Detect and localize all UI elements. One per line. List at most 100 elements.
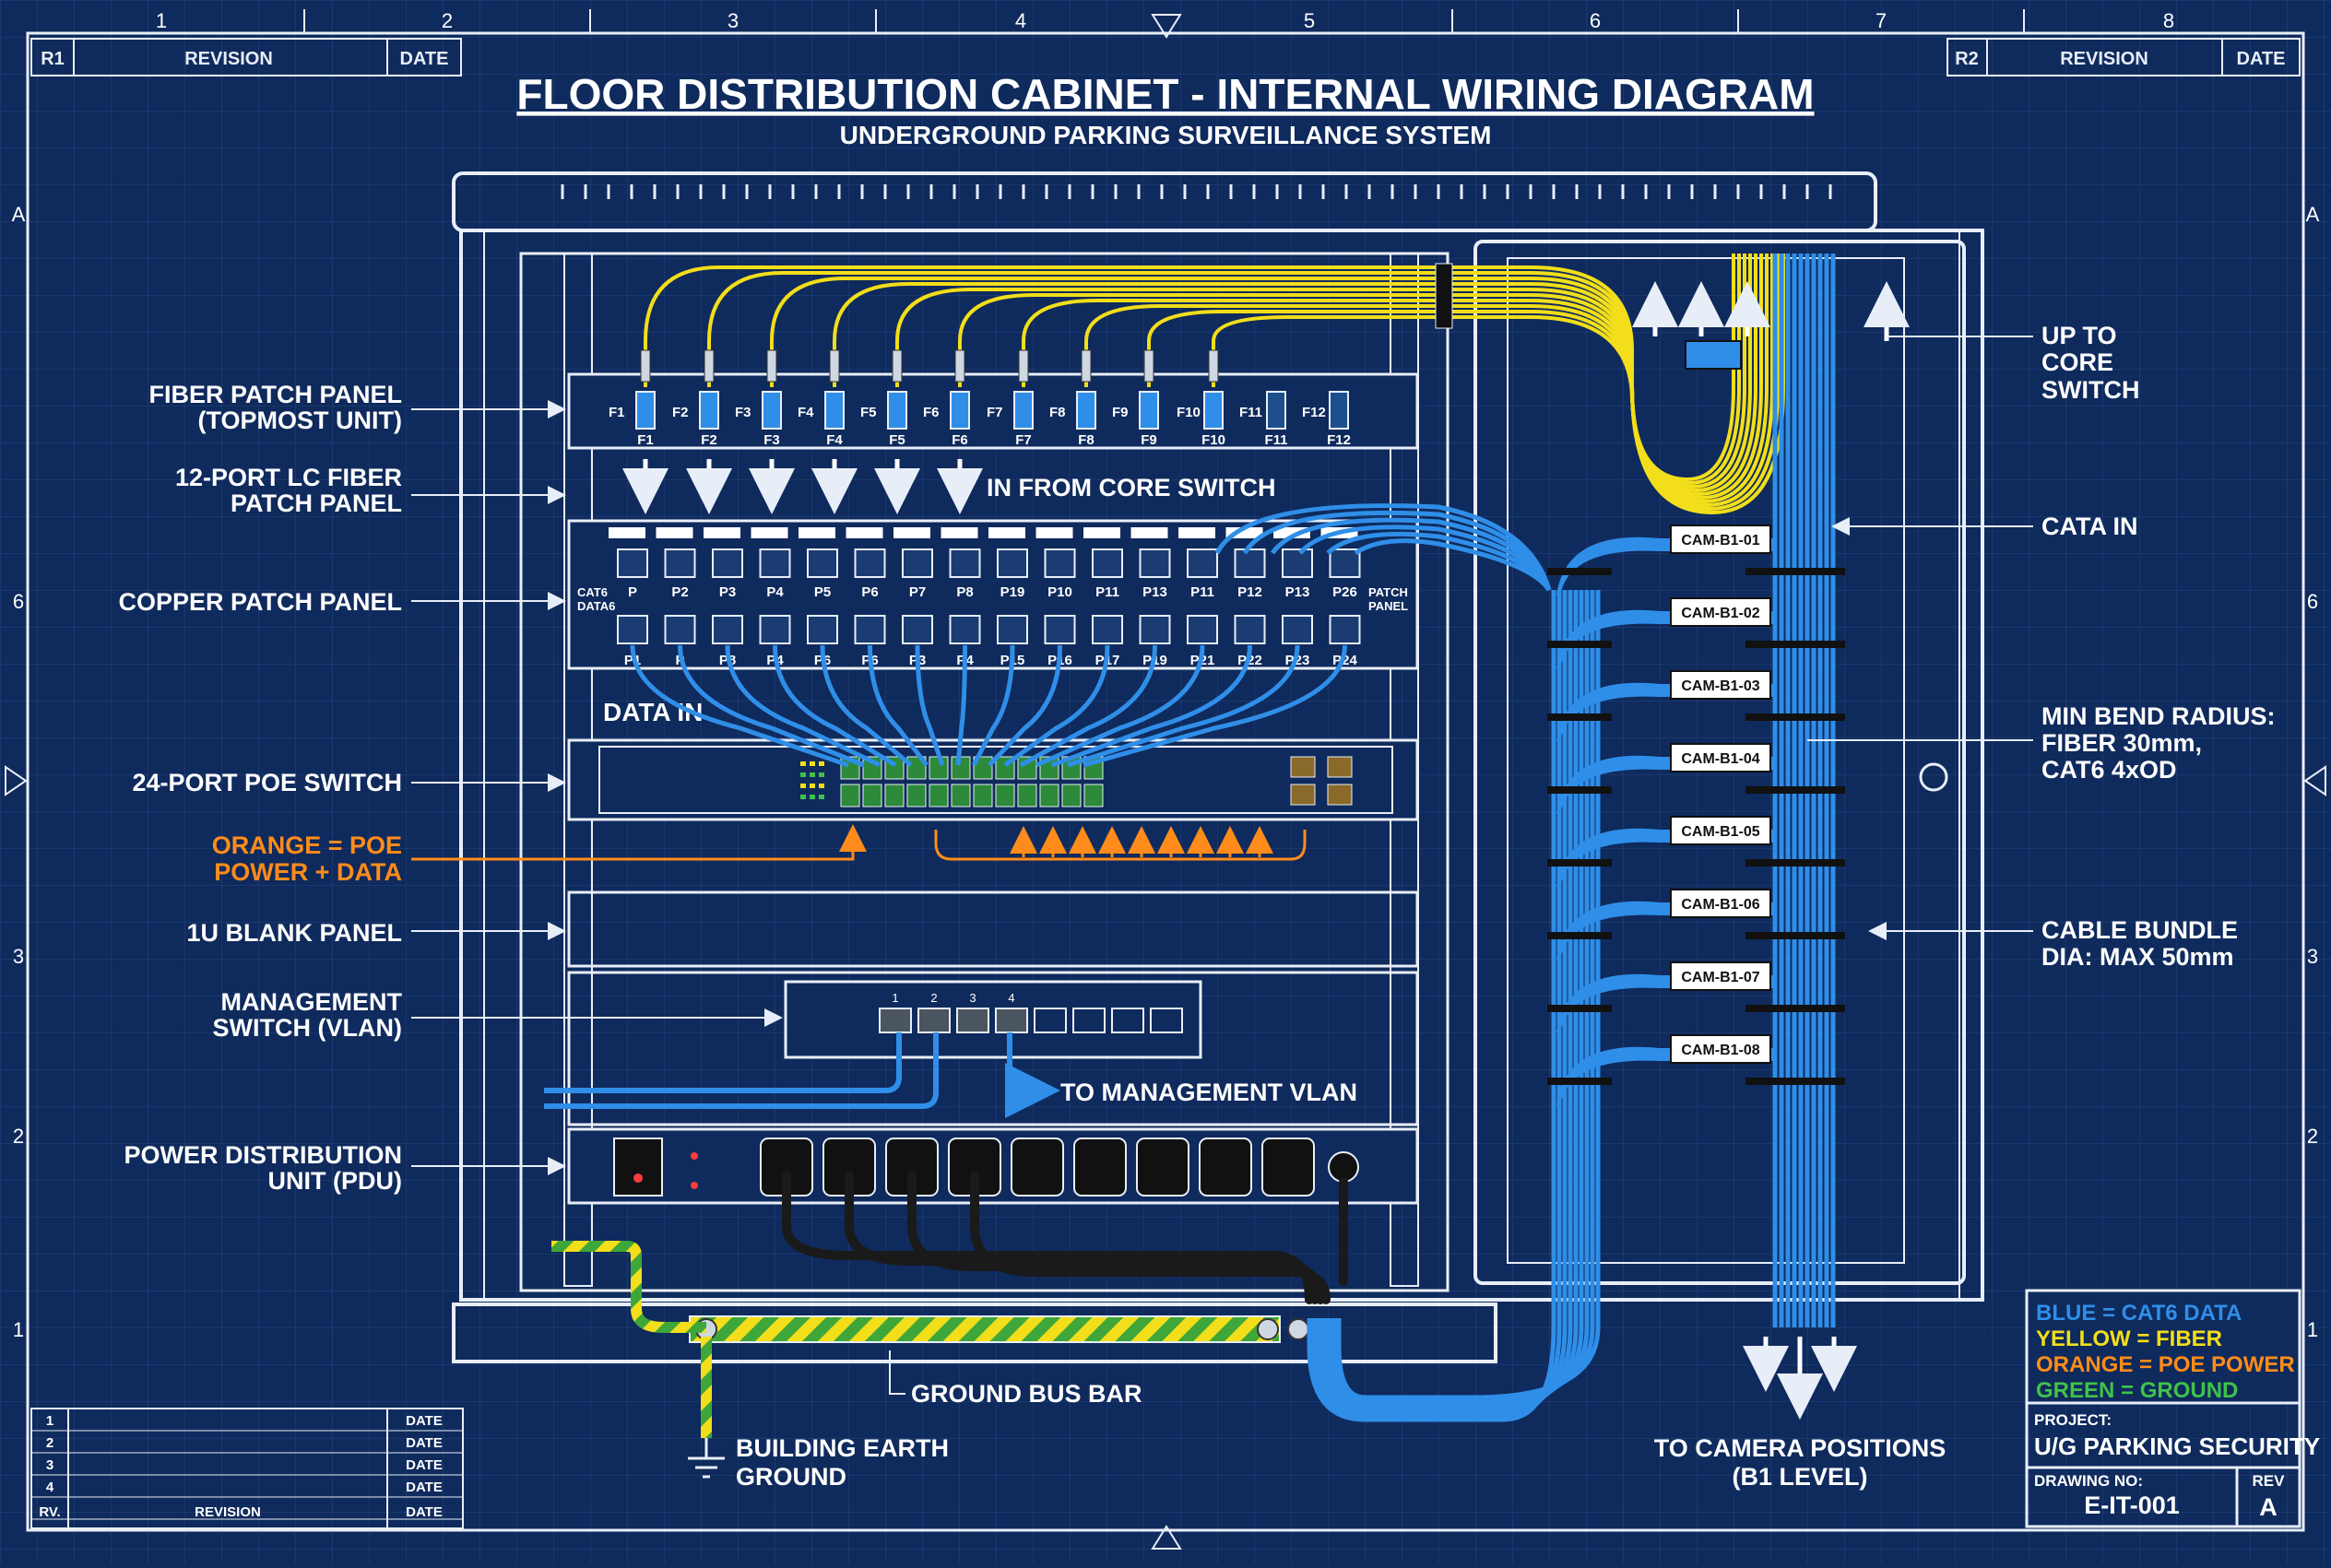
fiber-port <box>1013 391 1034 430</box>
sfp-port <box>1290 784 1316 806</box>
fiber-port-number: F7 <box>1015 432 1032 448</box>
poe-port <box>929 784 949 808</box>
fiber-port-number: F5 <box>889 432 905 448</box>
title-block <box>2025 1401 2301 1528</box>
project-name: U/G PARKING SECURITY <box>2034 1432 2320 1460</box>
uplink-cable <box>1242 510 1552 591</box>
rev-footer-revision: REVISION <box>195 1504 261 1520</box>
callout-label: DIA: MAX 50mm <box>2041 943 2234 971</box>
ground-bus-label: GROUND BUS BAR <box>889 1350 1142 1408</box>
mgmt-port <box>956 1008 989 1033</box>
cam-tag-label: CAM-B1-07 <box>1681 970 1759 985</box>
pdu-socket <box>1261 1138 1315 1197</box>
rj45-port-top <box>902 548 933 578</box>
status-led <box>810 784 815 788</box>
to-camera-label-2: (B1 LEVEL) <box>1732 1463 1867 1491</box>
status-led <box>800 772 806 777</box>
camera-cable <box>1329 590 1590 1406</box>
in-from-core-label: IN FROM CORE SWITCH <box>987 474 1275 501</box>
revision-right-label: REVISION <box>2060 49 2148 69</box>
rj45-port-top <box>1187 548 1218 578</box>
rj45-port-top <box>854 548 886 578</box>
poe-port <box>1061 784 1082 808</box>
patch-panel-label-1: PATCH <box>1368 585 1408 599</box>
rev-row-date: DATE <box>406 1457 443 1473</box>
callout-label: FIBER 30mm, <box>2041 729 2202 757</box>
uplink-cable <box>1214 503 1552 591</box>
fiber-connector <box>954 349 965 383</box>
pdu <box>567 1127 1419 1205</box>
poe-power-arrows <box>411 824 1307 861</box>
ground-bus-bar <box>689 1315 1309 1343</box>
camera-cable <box>1318 590 1573 1414</box>
cable-tie <box>1547 859 1612 867</box>
fiber-connector <box>640 349 651 383</box>
patch-cable <box>1019 644 1157 768</box>
branch-cable <box>1556 619 1775 669</box>
fiber-cables <box>640 253 1910 515</box>
rev-row-date: DATE <box>406 1480 443 1495</box>
page-title: FLOOR DISTRIBUTION CABINET - INTERNAL WI… <box>516 70 1814 118</box>
cable-tie <box>1547 1005 1612 1012</box>
fiber-port-number: F4 <box>826 432 843 448</box>
project-label: PROJECT: <box>2034 1411 2112 1429</box>
port-label-strip <box>988 527 1025 538</box>
copper-port-top-label: P5 <box>814 584 831 600</box>
callout-label: 24-PORT POE SWITCH <box>132 769 402 796</box>
copper-port-top-label: P10 <box>1047 584 1072 600</box>
port-label-strip <box>1130 527 1168 538</box>
fiber-connector <box>892 349 903 383</box>
poe-switch <box>567 503 1552 821</box>
revision-left-label: REVISION <box>184 49 273 69</box>
callout-label: (TOPMOST UNIT) <box>198 407 402 434</box>
uplink-cable <box>1270 517 1552 591</box>
mgmt-port <box>1034 1008 1067 1033</box>
uplink-cable <box>1326 531 1552 592</box>
rj45-port-top <box>712 548 743 578</box>
rj45-port-bottom <box>664 615 696 644</box>
rev-value: A <box>2259 1493 2278 1521</box>
patch-cable <box>1083 644 1347 768</box>
rj45-port-bottom <box>759 615 791 644</box>
pdu-socket <box>1011 1138 1064 1197</box>
cam-tag <box>1670 816 1771 845</box>
revision-left-id: R1 <box>41 49 65 69</box>
fiber-port-label: F7 <box>987 405 1003 420</box>
cam-tag-label: CAM-B1-06 <box>1681 897 1759 913</box>
status-led <box>819 772 824 777</box>
cable-tie <box>1435 263 1453 329</box>
rj45-port-top <box>1139 548 1171 578</box>
poe-port <box>906 784 927 808</box>
pdu-socket <box>1199 1138 1252 1197</box>
fiber-connector <box>1081 349 1092 383</box>
rj45-port-top <box>664 548 696 578</box>
status-led <box>810 772 815 777</box>
camera-cable <box>1336 590 1601 1400</box>
copper-port-top-label: P19 <box>1000 584 1025 600</box>
mgmt-port <box>1150 1008 1183 1033</box>
fiber-port <box>635 391 656 430</box>
revision-right-date: DATE <box>2237 49 2286 69</box>
patch-cable <box>820 644 913 767</box>
grid-letter: 1 <box>13 1318 24 1341</box>
rj45-port-bottom <box>949 615 981 644</box>
rj45-port-top <box>1044 548 1076 578</box>
fiber-port <box>1266 391 1286 430</box>
fiber-cable <box>1212 253 1785 515</box>
cam-tag-label: CAM-B1-08 <box>1681 1043 1759 1058</box>
rev-row-date: DATE <box>406 1413 443 1429</box>
poe-port <box>973 784 993 808</box>
cam-tag-label: CAM-B1-01 <box>1681 533 1759 548</box>
fiber-port <box>1203 391 1224 430</box>
copper-port-top-label: P <box>628 584 637 600</box>
mgmt-port-number: 2 <box>930 991 937 1005</box>
branch-cable <box>1556 765 1775 815</box>
port-label-strip <box>799 527 835 538</box>
patch-cable <box>773 644 897 768</box>
poe-port <box>906 756 927 780</box>
cam-tag <box>1670 889 1771 918</box>
mgmt-port <box>1072 1008 1106 1033</box>
